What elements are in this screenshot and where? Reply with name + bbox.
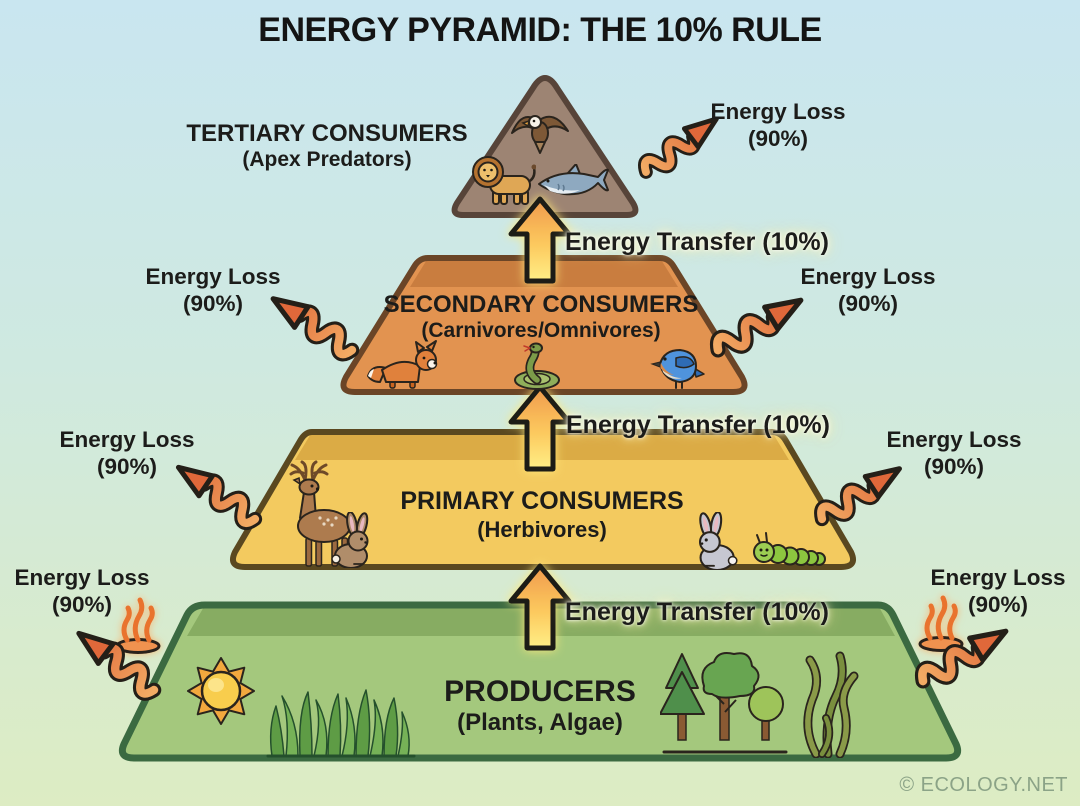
secondary-level-subtitle: (Carnivores/Omnivores) [421,319,661,343]
energy-loss-label: Energy Loss (90%) [886,427,1021,480]
energy-loss-line2: (90%) [96,453,158,479]
energy-loss-line2: (90%) [182,290,244,316]
energy-loss-label: Energy Loss (90%) [800,264,935,317]
producers-level-subtitle: (Plants, Algae) [457,709,623,737]
tertiary-level-name: TERTIARY CONSUMERS [186,120,468,147]
tertiary-level-subtitle: (Apex Predators) [242,148,412,172]
sun-icon [187,657,255,725]
secondary-level-name: SECONDARY CONSUMERS [383,291,699,318]
primary-level-subtitle: (Herbivores) [477,516,607,542]
fox-icon [367,340,438,389]
energy-loss-line1: Energy Loss [14,565,150,590]
heat-icon [115,597,161,654]
energy-loss-arrow [916,620,1012,691]
energy-loss-line1: Energy Loss [145,264,281,289]
tertiary-level-label: TERTIARY CONSUMERS (Apex Predators) [186,120,467,173]
watermark: © ECOLOGY.NET [899,774,1068,796]
eagle-icon [511,115,569,154]
rabbit-brown-icon [331,512,369,568]
bluebird-icon [650,349,705,389]
snake-icon [514,342,560,390]
energy-loss-label: Energy Loss (90%) [14,565,149,618]
producers-level-label: PRODUCERS (Plants, Algae) [444,674,636,738]
energy-loss-line1: Energy Loss [886,427,1022,452]
energy-loss-line2: (90%) [747,125,809,151]
energy-loss-line2: (90%) [923,453,985,479]
energy-loss-line1: Energy Loss [710,99,846,124]
grass-icon [266,689,416,758]
lion-icon [472,156,536,205]
energy-transfer-label: Energy Transfer (10%) [565,598,829,626]
energy-loss-label: Energy Loss (90%) [710,99,845,152]
energy-loss-line2: (90%) [51,591,113,617]
primary-level-name: PRIMARY CONSUMERS [400,487,684,515]
algae-icon [803,651,859,758]
energy-transfer-label: Energy Transfer (10%) [566,411,830,439]
heat-icon [918,595,964,652]
caterpillar-icon [753,532,826,566]
energy-loss-label: Energy Loss (90%) [59,427,194,480]
rabbit-gray-icon [698,512,738,570]
trees-icon [660,652,788,754]
shark-icon [538,164,609,196]
energy-loss-label: Energy Loss (90%) [930,565,1065,618]
page-title: ENERGY PYRAMID: THE 10% RULE [258,11,822,49]
energy-loss-line2: (90%) [837,290,899,316]
energy-transfer-label: Energy Transfer (10%) [565,228,829,256]
energy-loss-line1: Energy Loss [930,565,1066,590]
energy-loss-label: Energy Loss (90%) [145,264,280,317]
secondary-level-label: SECONDARY CONSUMERS (Carnivores/Omnivore… [384,291,699,344]
energy-loss-line2: (90%) [967,591,1029,617]
secondary-level-shape [340,255,748,395]
producers-level-name: PRODUCERS [444,675,636,708]
energy-loss-line1: Energy Loss [59,427,195,452]
primary-level-label: PRIMARY CONSUMERS (Herbivores) [400,487,683,542]
energy-loss-line1: Energy Loss [800,264,936,289]
